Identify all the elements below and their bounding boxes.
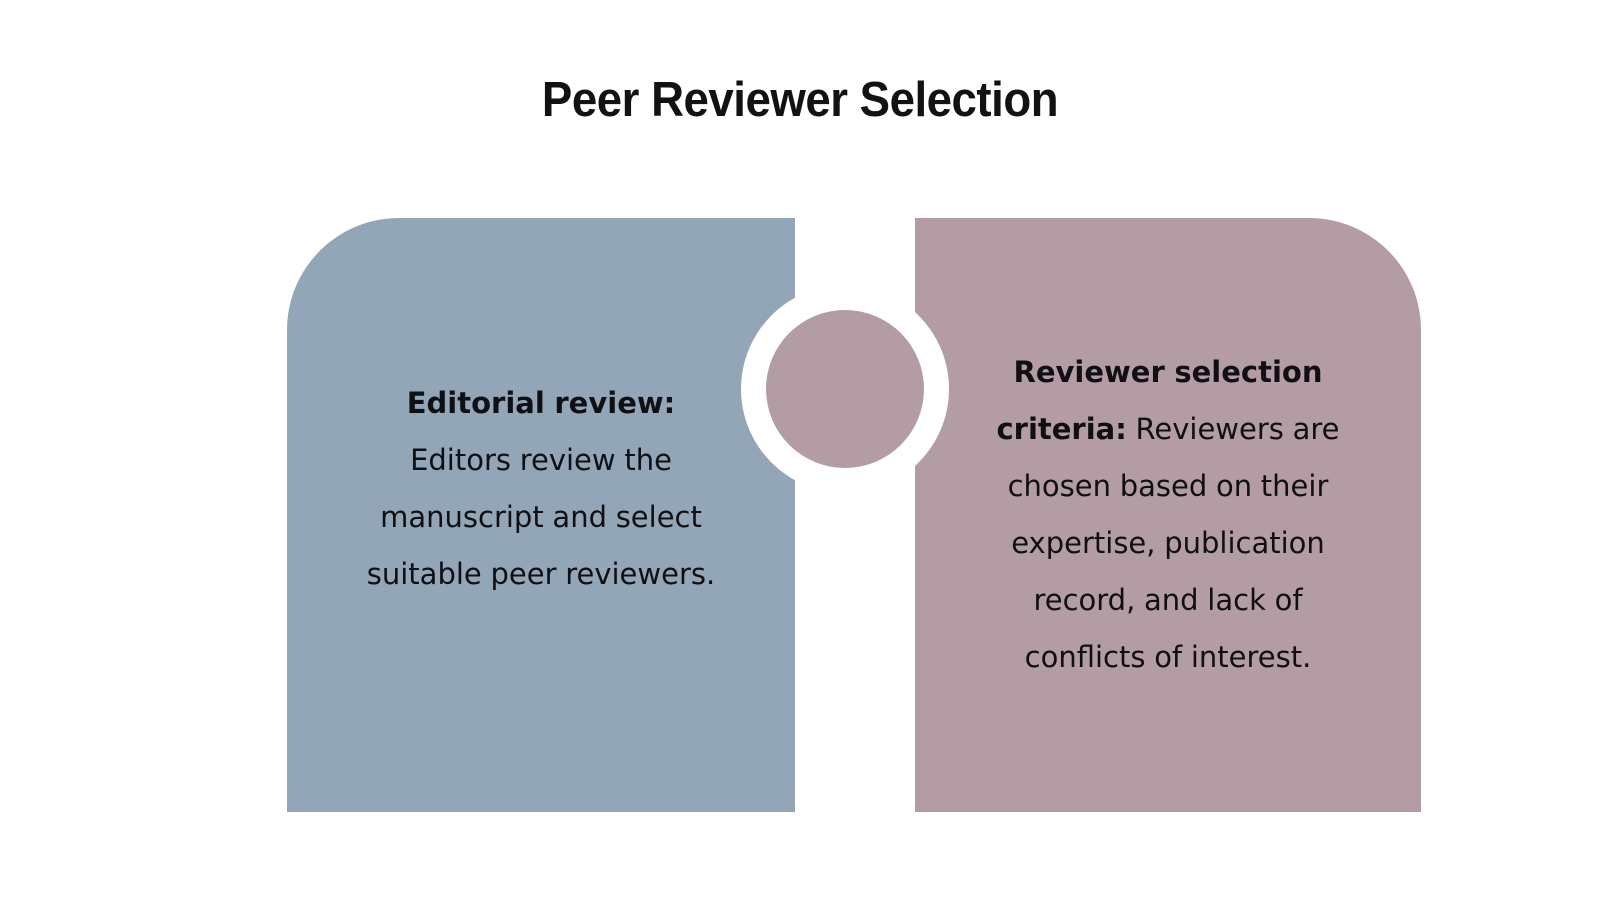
circle-connector-icon: [766, 310, 924, 468]
card-reviewer-selection-criteria-heading: Reviewer selection criteria:: [996, 355, 1323, 446]
card-editorial-review-body: Editors review the manuscript and select…: [366, 443, 716, 591]
card-editorial-review-heading: Editorial review:: [406, 386, 676, 420]
card-reviewer-selection-criteria-body: Reviewers are chosen based on their expe…: [1007, 412, 1340, 674]
page-title: Peer Reviewer Selection: [541, 72, 1059, 127]
cards-container: Editorial review: Editors review the man…: [287, 218, 1421, 812]
card-reviewer-selection-criteria-text: Reviewer selection criteria: Reviewers a…: [982, 344, 1354, 686]
card-editorial-review[interactable]: Editorial review: Editors review the man…: [287, 218, 795, 812]
card-editorial-review-text: Editorial review: Editors review the man…: [358, 375, 724, 603]
card-reviewer-selection-criteria[interactable]: Reviewer selection criteria: Reviewers a…: [915, 218, 1421, 812]
